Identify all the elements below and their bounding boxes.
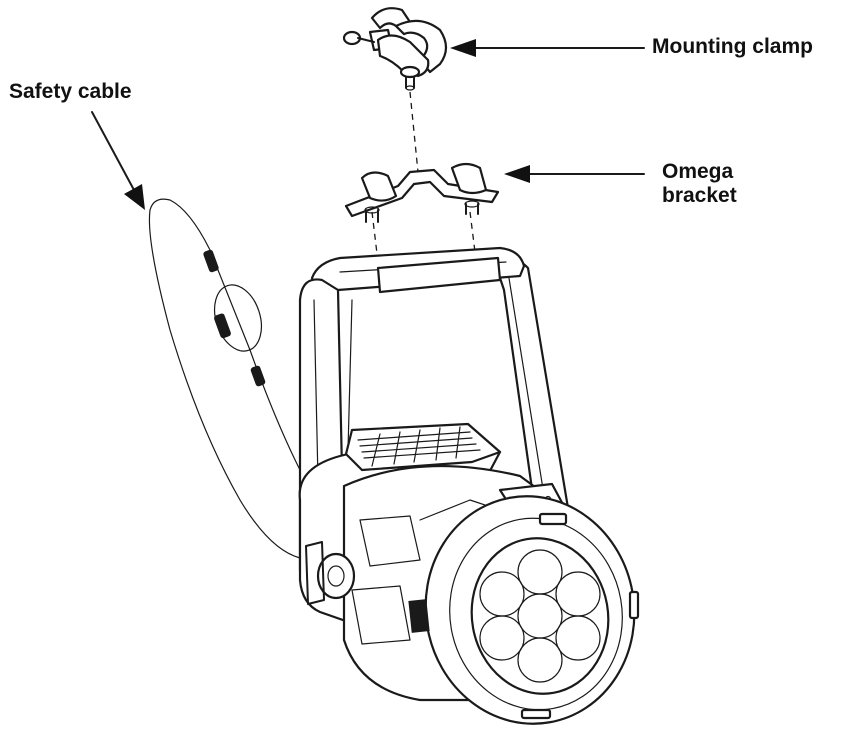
- cable-sleeve-1: [203, 249, 219, 273]
- yoke: [298, 246, 572, 592]
- cable-sleeve-2: [214, 313, 231, 339]
- omega-bracket-label: Omega bracket: [662, 160, 737, 208]
- lens-array: [479, 549, 601, 683]
- arrow-omega-bracket: [504, 165, 645, 183]
- yoke-knob: [305, 541, 356, 605]
- arrow-mounting-clamp: [450, 39, 645, 57]
- mounting-clamp: [342, 7, 448, 91]
- omega-bracket: [344, 162, 500, 223]
- logo-plate: [408, 599, 430, 633]
- alignment-lines: [371, 91, 476, 263]
- omega-bracket-label-line1: Omega: [662, 160, 734, 183]
- safety-cable: [148, 198, 319, 559]
- mounting-clamp-label: Mounting clamp: [652, 35, 813, 58]
- omega-bracket-label-line2: bracket: [662, 184, 737, 207]
- safety-cable-label: Safety cable: [9, 80, 132, 103]
- heat-sink: [357, 426, 481, 467]
- arrow-safety-cable: [91, 111, 145, 210]
- cable-sleeve-3: [250, 365, 266, 387]
